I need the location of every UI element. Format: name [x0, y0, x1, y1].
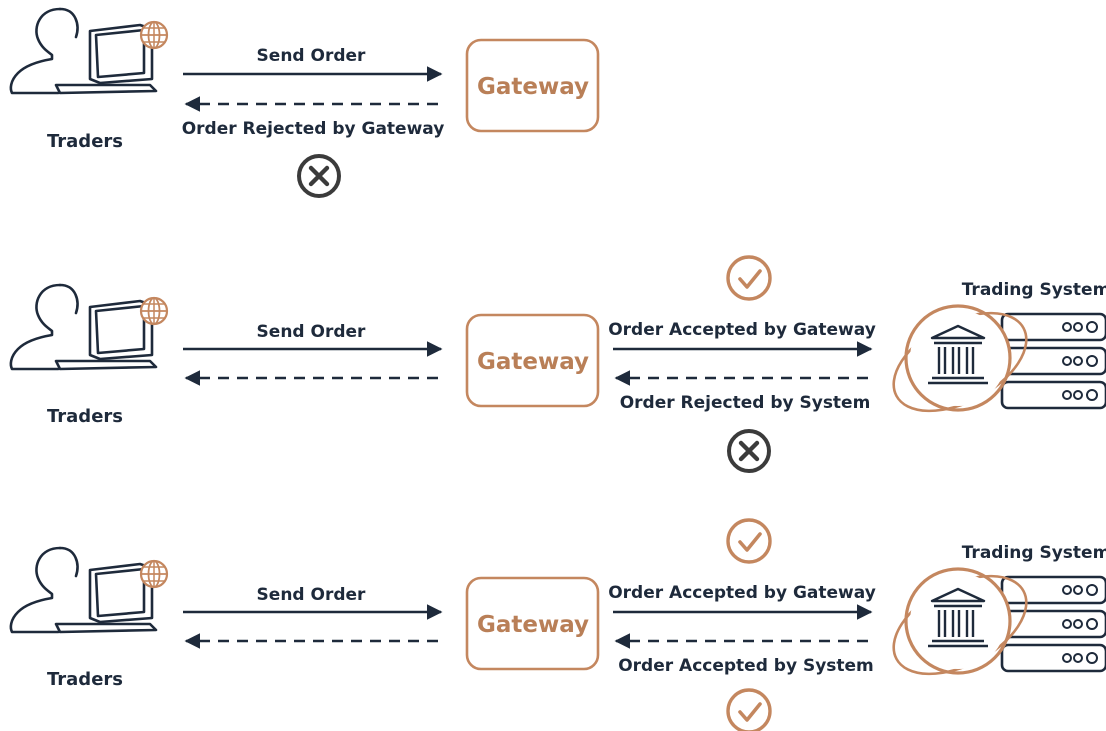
gateway-box [465, 576, 600, 671]
traders-label: Traders [47, 406, 123, 427]
gateway-label: Gateway [477, 74, 589, 100]
x-circle-icon [299, 156, 339, 196]
row-1: Traders Send Order Order Rejected by Gat… [9, 7, 600, 196]
gateway-box [465, 313, 600, 408]
order-rejected-by-system-label: Order Rejected by System [620, 393, 871, 413]
check-circle-icon [726, 688, 772, 731]
gateway-box [465, 38, 600, 133]
trading-system-label: Trading System [962, 543, 1106, 563]
order-accepted-by-gateway-label: Order Accepted by Gateway [608, 583, 876, 603]
x-circle-icon [729, 431, 769, 471]
trading-system-label: Trading System [962, 280, 1106, 300]
send-order-label: Send Order [257, 585, 366, 605]
bank-server-icon [876, 291, 1106, 433]
order-accepted-by-system-label: Order Accepted by System [618, 656, 874, 676]
trader-icon [9, 7, 169, 95]
check-circle-icon [726, 518, 772, 564]
order-rejected-by-gateway-label: Order Rejected by Gateway [182, 119, 445, 139]
send-order-label: Send Order [257, 46, 366, 66]
gateway-label: Gateway [477, 612, 589, 638]
row-2: Traders Send Order Gateway Order Accepte… [9, 255, 1106, 471]
bank-server-icon [876, 554, 1106, 696]
trader-icon [9, 283, 169, 371]
check-circle-icon [726, 255, 772, 301]
trader-icon [9, 546, 169, 634]
traders-label: Traders [47, 131, 123, 152]
traders-label: Traders [47, 669, 123, 690]
gateway-label: Gateway [477, 349, 589, 375]
order-accepted-by-gateway-label: Order Accepted by Gateway [608, 320, 876, 340]
row-3: Traders Send Order Gateway Order Accepte… [9, 518, 1106, 731]
send-order-label: Send Order [257, 322, 366, 342]
